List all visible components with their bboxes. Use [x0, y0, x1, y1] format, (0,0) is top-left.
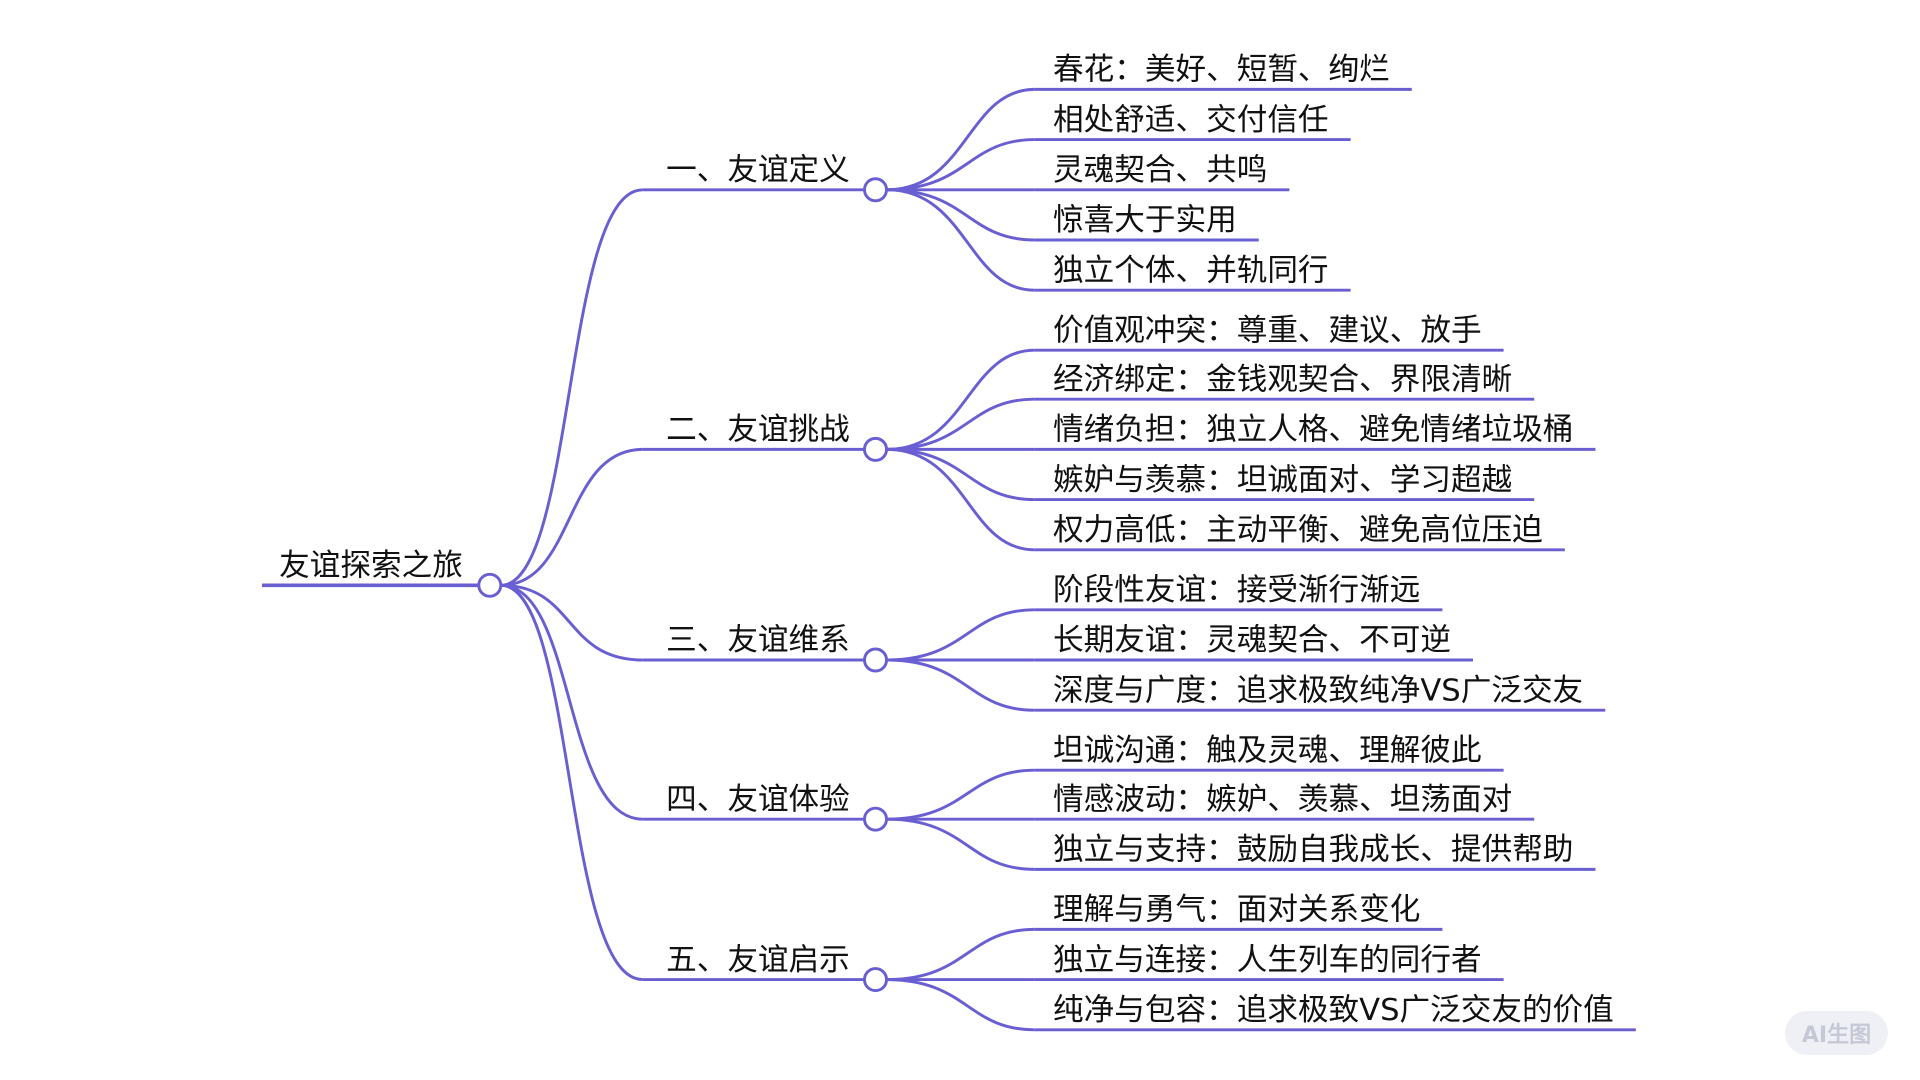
leaf-node-label: 长期友谊：灵魂契合、不可逆 [1053, 623, 1451, 658]
leaf-node-label: 嫉妒与羡慕：坦诚面对、学习超越 [1053, 463, 1512, 498]
leaf-node-label: 独立个体、并轨同行 [1053, 253, 1328, 288]
branch-node-label: 一、友谊定义 [666, 153, 850, 188]
leaf-node-label: 坦诚沟通：触及灵魂、理解彼此 [1053, 733, 1482, 768]
leaf-node-label: 权力高低：主动平衡、避免高位压迫 [1053, 513, 1543, 548]
leaf-node-label: 深度与广度：追求极致纯净VS广泛交友 [1053, 673, 1583, 708]
branch-collapse-circle-icon [863, 647, 888, 673]
branch-collapse-circle-icon [863, 177, 888, 203]
branch-node-label: 三、友谊维系 [666, 623, 850, 658]
branch-collapse-circle-icon [863, 806, 888, 832]
root-to-branch-connector [500, 583, 643, 821]
branch-to-leaf-connector [886, 188, 1035, 292]
branch-node-label: 二、友谊挑战 [666, 413, 850, 448]
root-to-branch-connector [500, 583, 643, 982]
leaf-node-label: 独立与连接：人生列车的同行者 [1053, 943, 1482, 978]
branch-to-leaf-connector [886, 978, 1035, 1032]
root-collapse-circle-icon [477, 572, 503, 598]
branch-to-leaf-connector [886, 138, 1035, 192]
branch-to-leaf-connector [886, 927, 1035, 982]
leaf-node-label: 独立与支持：鼓励自我成长、提供帮助 [1053, 833, 1573, 868]
branch-to-leaf-connector [886, 768, 1035, 821]
branch-collapse-circle-icon [863, 436, 888, 462]
branch-collapse-circle-icon [863, 967, 888, 993]
branch-node-label: 五、友谊启示 [666, 943, 850, 978]
leaf-node-label: 理解与勇气：面对关系变化 [1053, 893, 1420, 928]
leaf-node-label: 灵魂契合、共鸣 [1053, 153, 1267, 188]
branch-to-leaf-connector [886, 447, 1035, 502]
root-to-branch-connector [500, 447, 643, 587]
branch-to-leaf-connector [886, 188, 1035, 242]
branch-node-label: 四、友谊体验 [666, 782, 850, 817]
leaf-node-label: 相处舒适、交付信任 [1053, 103, 1328, 138]
ai-watermark-badge: AI生图 [1785, 1011, 1888, 1055]
leaf-node-label: 情绪负担：独立人格、避免情绪垃圾桶 [1053, 413, 1573, 448]
branch-to-leaf-connector [886, 397, 1035, 451]
leaf-node-label: 惊喜大于实用 [1053, 203, 1237, 238]
root-node-label: 友谊探索之旅 [279, 549, 463, 584]
branch-to-leaf-connector [886, 348, 1035, 451]
branch-to-leaf-connector [886, 447, 1035, 552]
branch-to-leaf-connector [886, 658, 1035, 712]
leaf-node-label: 纯净与包容：追求极致VS广泛交友的价值 [1053, 993, 1614, 1028]
leaf-node-label: 情感波动：嫉妒、羡慕、坦荡面对 [1053, 782, 1512, 817]
branch-to-leaf-connector [886, 608, 1035, 662]
branch-to-leaf-connector [886, 87, 1035, 192]
leaf-node-label: 春花：美好、短暂、绚烂 [1053, 53, 1390, 88]
leaf-node-label: 价值观冲突：尊重、建议、放手 [1053, 313, 1482, 348]
leaf-node-label: 经济绑定：金钱观契合、界限清晰 [1053, 362, 1512, 397]
root-to-branch-connector [500, 583, 643, 662]
leaf-node-label: 阶段性友谊：接受渐行渐远 [1053, 573, 1420, 608]
root-to-branch-connector [500, 188, 643, 587]
branch-to-leaf-connector [886, 817, 1035, 871]
